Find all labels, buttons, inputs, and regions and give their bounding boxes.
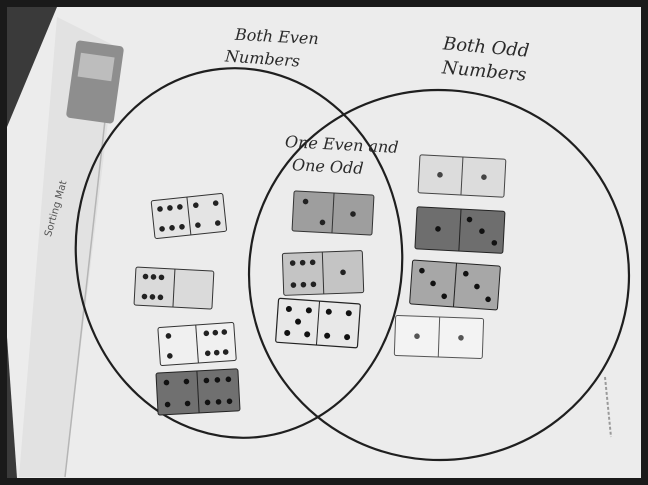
domino-odd-1-1 [418, 155, 506, 197]
domino-odd-1-3 [415, 207, 505, 254]
domino-mixed-2-1 [292, 191, 374, 235]
label-overlap-line2: One Odd [292, 155, 364, 178]
domino-odd-1-1-light [394, 315, 483, 358]
domino-even-4-6 [156, 369, 240, 415]
domino-mixed-6-1 [282, 251, 363, 296]
domino-mixed-5-4 [276, 298, 361, 348]
domino-even-6-4 [151, 193, 227, 238]
venn-sorting-mat-photo [7, 7, 641, 478]
mat-logo-inner [78, 53, 115, 81]
domino-even-2-6 [158, 322, 236, 365]
domino-odd-3-3 [410, 260, 501, 310]
domino-even-4-0 [134, 267, 214, 309]
